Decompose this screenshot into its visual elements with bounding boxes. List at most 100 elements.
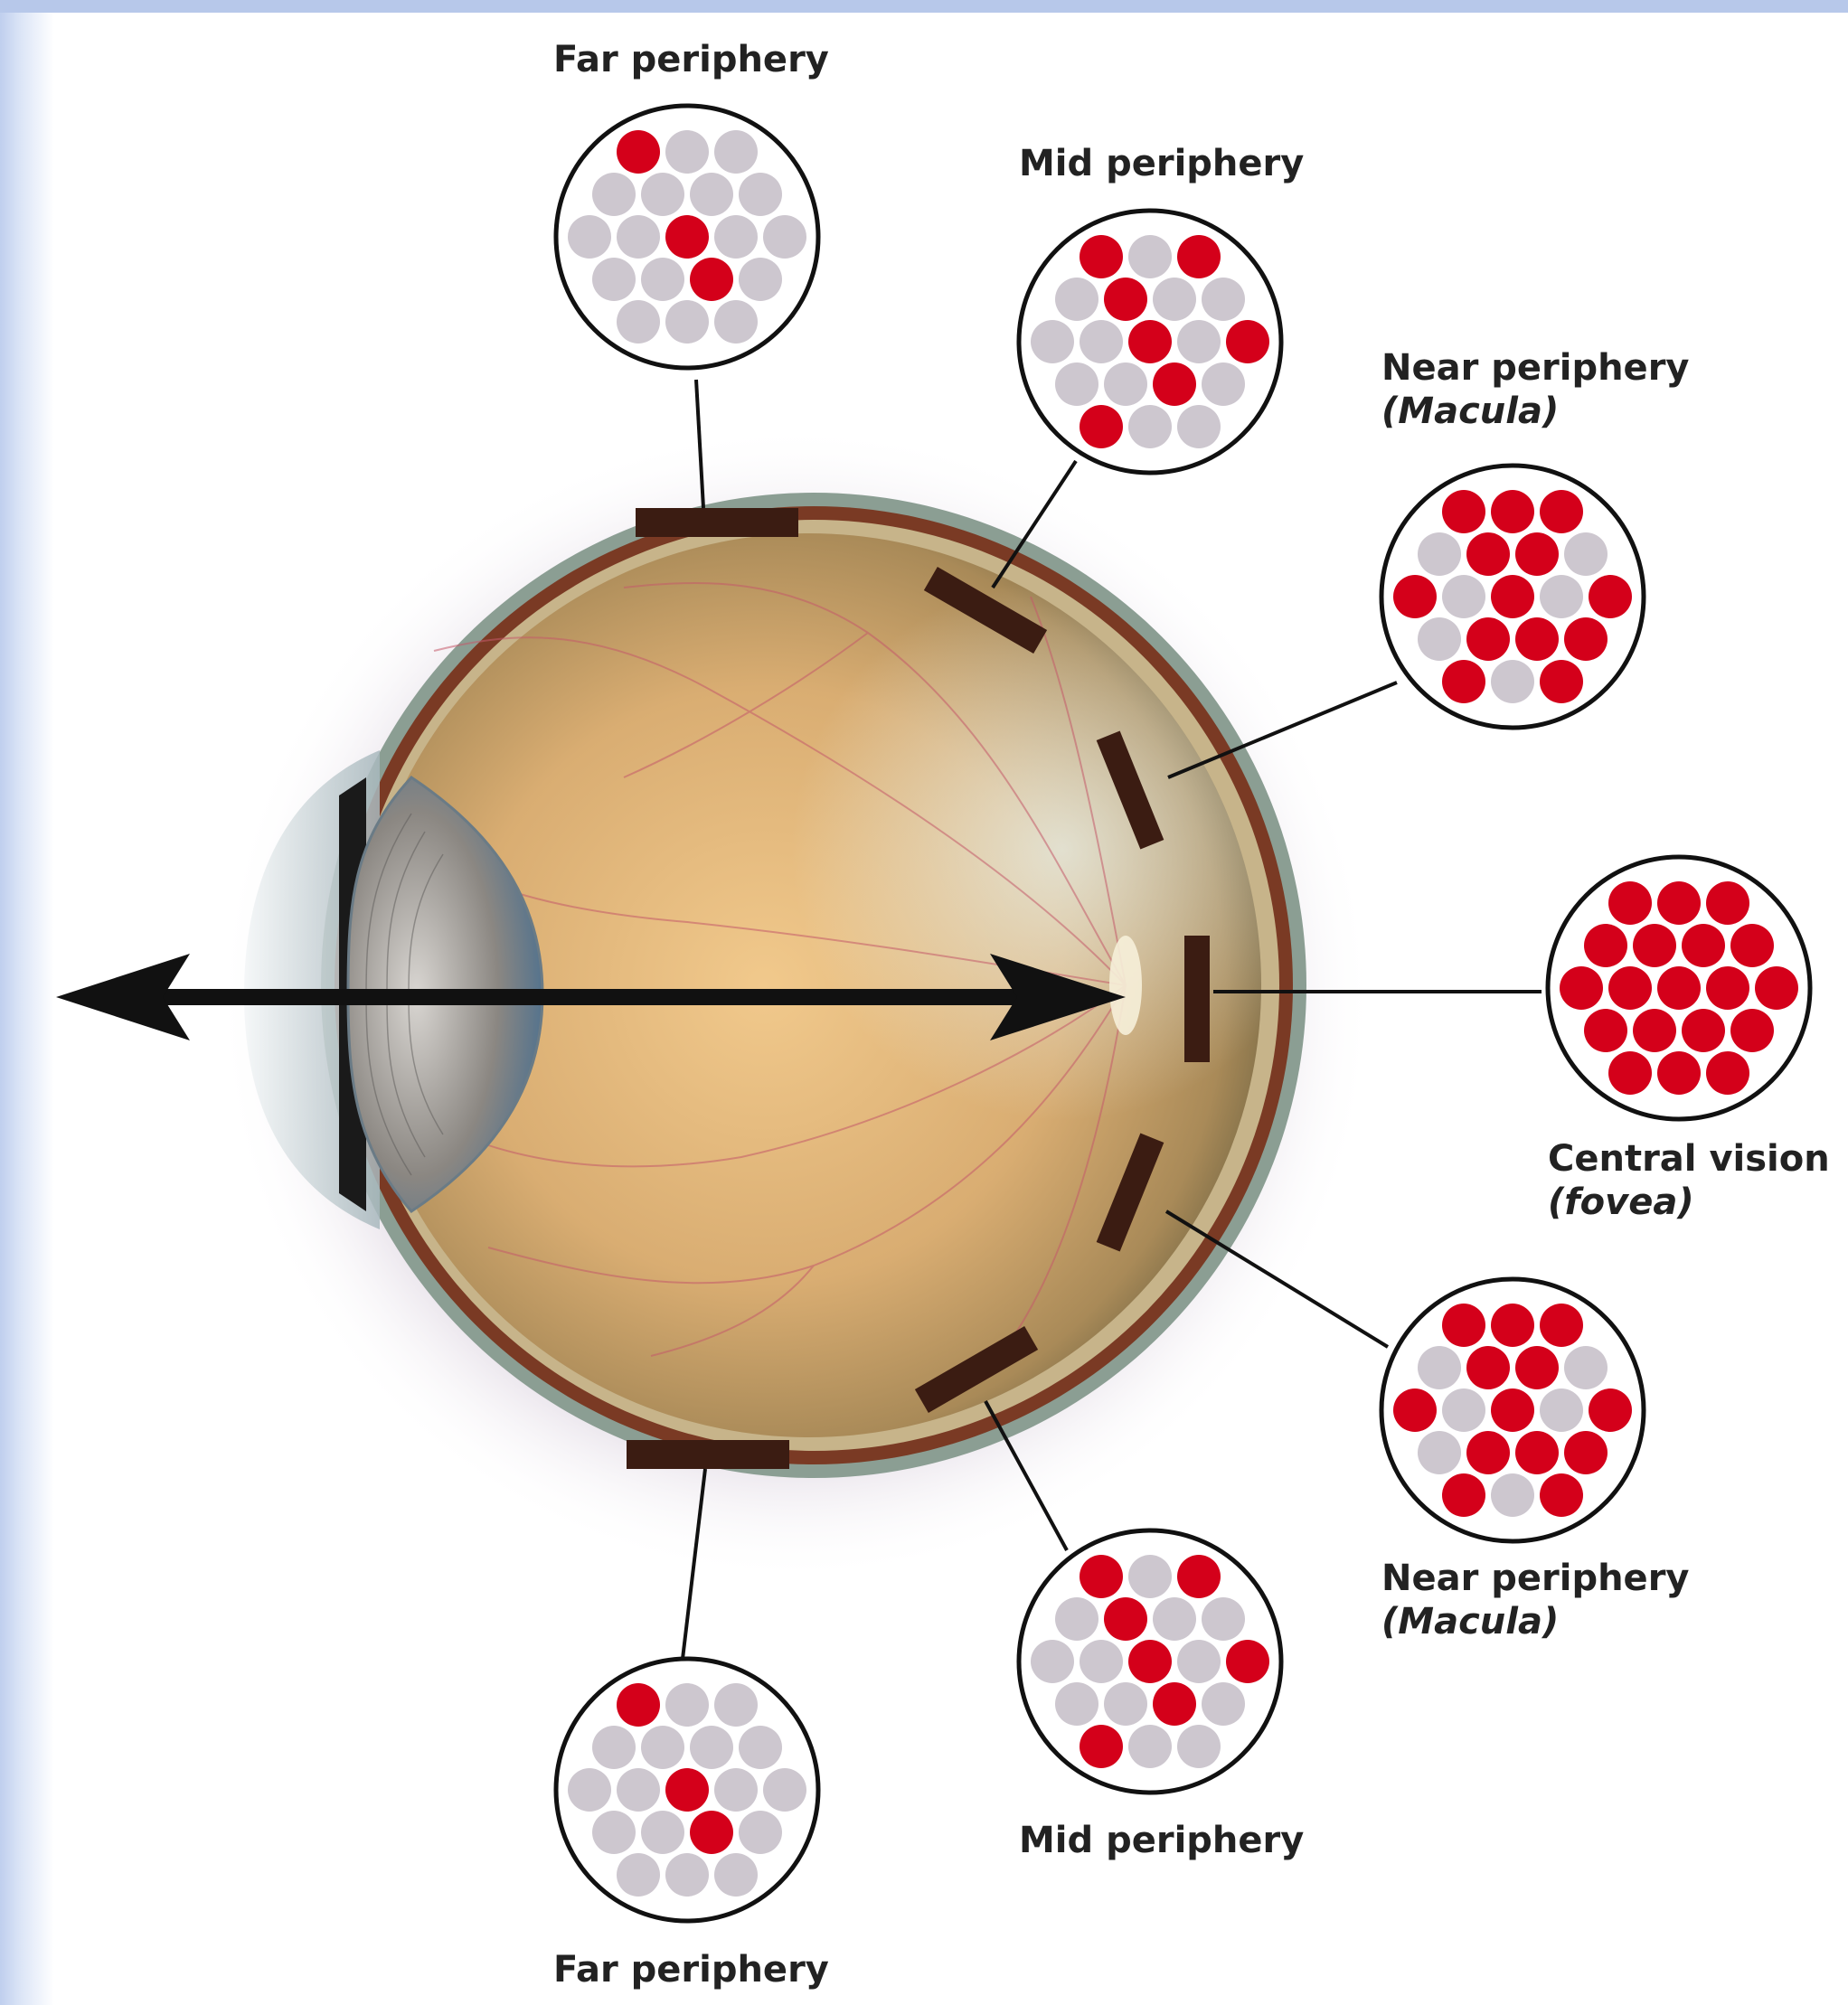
rod-cell [1564,1346,1608,1389]
rod-cell [1055,278,1098,321]
rod-cell [592,173,636,216]
cone-cell [1491,575,1534,618]
cone-cell [1515,532,1559,576]
cone-cell [1608,966,1652,1010]
label-central-vision: Central vision (fovea) [1548,1137,1830,1224]
rod-cell [1418,1346,1461,1389]
rod-cell [592,1726,636,1769]
photoreceptor-inset [1381,466,1644,728]
cone-cell [1608,881,1652,925]
rod-cell [739,173,782,216]
cone-cell [1226,320,1269,363]
cone-cell [1466,1431,1510,1474]
cone-cell [1515,1431,1559,1474]
cone-cell [617,1683,660,1727]
cone-cell [1706,966,1749,1010]
rod-cell [1540,1388,1583,1432]
rod-cell [665,300,709,344]
rod-cell [1177,320,1221,363]
rod-cell [1055,1597,1098,1641]
rod-cell [665,1853,709,1897]
photoreceptor-inset [556,1659,818,1921]
cone-cell [1226,1640,1269,1683]
label-near-periphery-bottom-title: Near periphery [1381,1558,1690,1599]
cone-cell [1466,1346,1510,1389]
cone-cell [1706,1051,1749,1095]
rod-cell [1128,1555,1172,1598]
rod-cell [1031,320,1074,363]
rod-cell [1491,660,1534,703]
cone-cell [665,215,709,259]
cone-cell [1153,362,1196,406]
cone-cell [1393,1388,1437,1432]
cone-cell [1633,1009,1676,1052]
label-mid-periphery-top: Mid periphery [1019,142,1304,185]
cone-cell [1491,1388,1534,1432]
rod-cell [1540,575,1583,618]
rod-cell [568,1768,611,1812]
rod-cell [1564,532,1608,576]
rod-cell [1153,1597,1196,1641]
label-far-periphery-bottom: Far periphery [553,1948,829,1991]
rod-cell [641,258,684,301]
rod-cell [1177,1725,1221,1768]
cone-cell [1104,278,1147,321]
cone-cell [1589,1388,1632,1432]
cone-cell [1560,966,1603,1010]
rod-cell [641,1726,684,1769]
cone-cell [1177,1555,1221,1598]
rod-cell [1202,278,1245,321]
rod-cell [1031,1640,1074,1683]
rod-cell [1104,362,1147,406]
cone-cell [1584,924,1627,967]
cone-cell [1466,532,1510,576]
cone-cell [1682,1009,1725,1052]
label-macula-top: (Macula) [1381,390,1690,433]
rod-cell [1442,1388,1485,1432]
rod-cell [1055,1682,1098,1726]
rod-cell [690,173,733,216]
photoreceptor-inset [1019,1530,1281,1793]
rod-cell [1177,1640,1221,1683]
cone-cell [1540,490,1583,533]
cone-cell [1177,235,1221,278]
cone-cell [1657,966,1701,1010]
rod-cell [1055,362,1098,406]
rod-cell [714,130,758,174]
optic-disc [1109,936,1142,1035]
rod-cell [763,1768,806,1812]
cone-cell [1080,1555,1123,1598]
cone-cell [1080,1725,1123,1768]
cone-cell [1730,924,1774,967]
rod-cell [592,1811,636,1854]
rod-cell [714,1683,758,1727]
rod-cell [617,1853,660,1897]
rod-cell [1202,1597,1245,1641]
rod-cell [1418,532,1461,576]
rod-cell [690,1726,733,1769]
cone-cell [1442,490,1485,533]
cone-cell [617,130,660,174]
rod-cell [1442,575,1485,618]
rod-cell [1202,362,1245,406]
label-mid-periphery-bottom: Mid periphery [1019,1819,1304,1862]
cone-cell [1442,1304,1485,1347]
rod-cell [739,1726,782,1769]
rod-cell [1128,1725,1172,1768]
rod-cell [1080,1640,1123,1683]
cone-cell [1657,1051,1701,1095]
cone-cell [1442,1473,1485,1517]
cone-cell [1466,617,1510,661]
rod-cell [1418,617,1461,661]
rod-cell [763,215,806,259]
label-near-periphery-bottom: Near periphery (Macula) [1381,1557,1690,1643]
cone-cell [1706,881,1749,925]
cone-cell [1153,1682,1196,1726]
rod-cell [1104,1682,1147,1726]
cone-cell [1128,1640,1172,1683]
cone-cell [1584,1009,1627,1052]
cone-cell [1657,881,1701,925]
rod-cell [592,258,636,301]
cone-cell [1589,575,1632,618]
